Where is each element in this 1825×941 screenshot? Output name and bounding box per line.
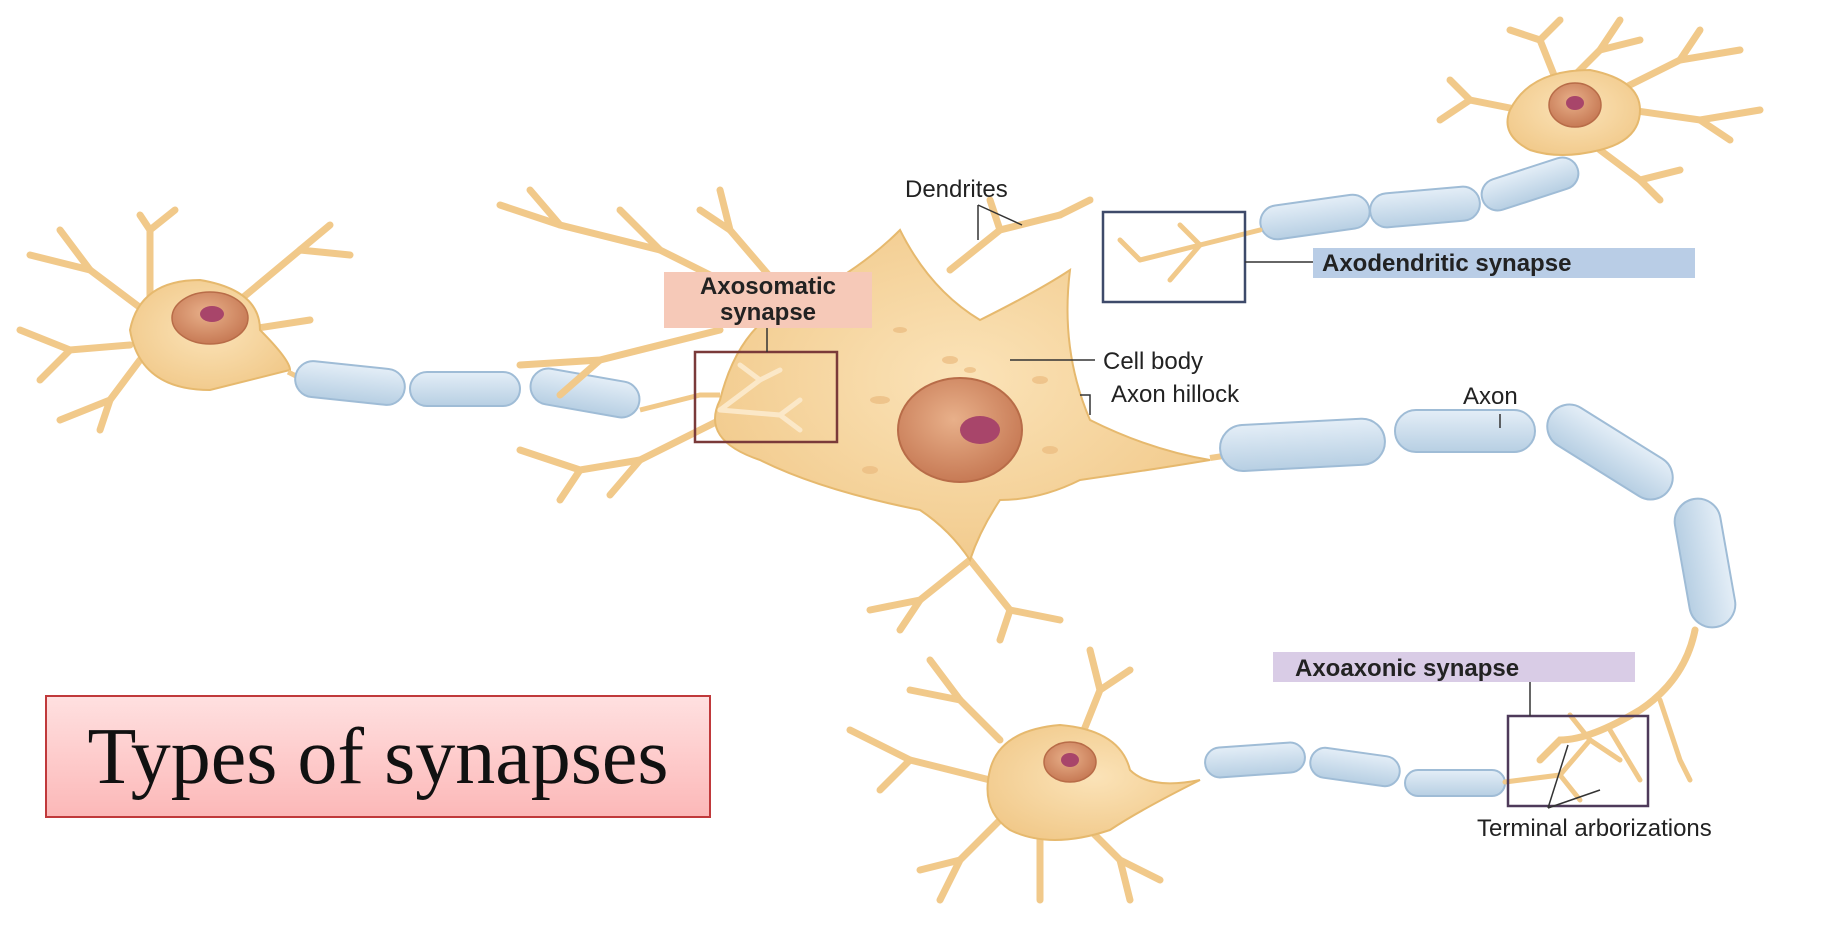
- label-axoaxonic: Axoaxonic synapse: [1295, 655, 1519, 682]
- slide-title: Types of synapses: [88, 717, 669, 797]
- label-axosomatic-line1: Axosomatic: [700, 273, 836, 300]
- label-axon: Axon: [1463, 383, 1518, 410]
- central-axon-myelin: [1219, 396, 1739, 631]
- axodendritic-terminals: [1120, 225, 1260, 280]
- axodendritic-box: [1103, 212, 1245, 302]
- label-axosomatic-line2: synapse: [720, 299, 816, 326]
- label-dendrites: Dendrites: [905, 176, 1008, 203]
- label-axodendritic: Axodendritic synapse: [1322, 250, 1571, 277]
- top-right-neuron: [1120, 20, 1760, 280]
- bottom-neuron-soma: [988, 725, 1201, 840]
- top-right-neuron-nucleolus: [1566, 96, 1584, 110]
- bottom-neuron-myelin: [1204, 742, 1505, 796]
- title-box: Types of synapses: [45, 695, 711, 818]
- label-axon-hillock: Axon hillock: [1111, 381, 1240, 408]
- bottom-neuron: [850, 650, 1620, 900]
- left-neuron-nucleolus: [200, 306, 224, 322]
- label-cell-body: Cell body: [1103, 348, 1203, 375]
- central-neuron-nucleolus: [960, 416, 1000, 444]
- left-neuron: [20, 210, 720, 430]
- label-terminal-arborizations: Terminal arborizations: [1477, 815, 1712, 842]
- bottom-neuron-nucleolus: [1061, 753, 1079, 767]
- left-neuron-myelin: [288, 359, 720, 420]
- top-right-neuron-myelin: [1258, 153, 1582, 241]
